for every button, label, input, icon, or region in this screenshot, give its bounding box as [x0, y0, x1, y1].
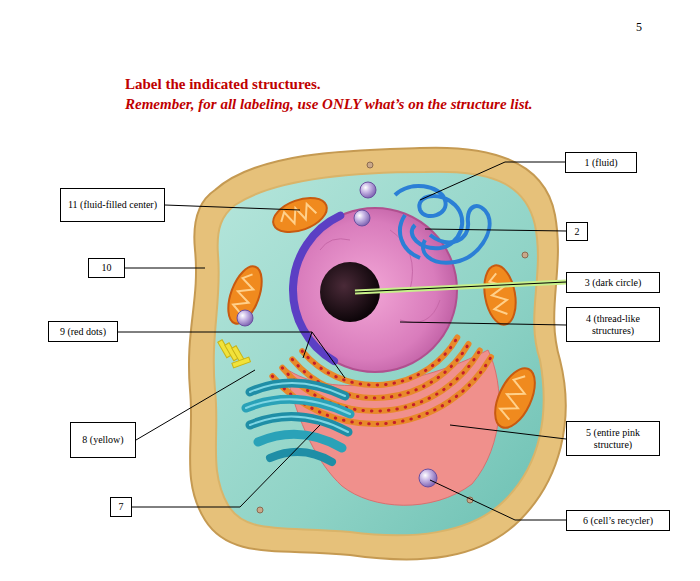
callout-label: 4 (thread-like structures)	[571, 313, 655, 337]
centrioles	[218, 340, 251, 368]
callout-label: 7	[119, 501, 124, 513]
label-box: 4 (thread-like structures)	[566, 307, 660, 342]
mitochondrion	[487, 362, 543, 434]
mitochondrion	[269, 191, 332, 238]
label-box: 10	[88, 258, 125, 278]
leader-lines	[118, 162, 566, 520]
golgi-apparatus	[246, 383, 350, 462]
label-box: 1 (fluid)	[565, 152, 637, 173]
callout-label: 3 (dark circle)	[585, 277, 642, 289]
callout-label: 6 (cell’s recycler)	[583, 515, 653, 527]
label-box: 3 (dark circle)	[566, 272, 660, 293]
label-box: 8 (yellow)	[70, 422, 136, 458]
callout-label: 1 (fluid)	[584, 157, 617, 169]
smooth-er	[395, 186, 490, 263]
cell-membrane	[189, 148, 566, 560]
instruction: Remember, for all labeling, use ONLY wha…	[125, 96, 532, 113]
label-box: 11 (fluid-filled center)	[60, 188, 165, 222]
label-box: 9 (red dots)	[48, 321, 118, 342]
callout-label: 8 (yellow)	[82, 434, 123, 446]
label-box: 6 (cell’s recycler)	[566, 510, 670, 531]
mitochondrion	[222, 262, 269, 328]
cytoplasm	[214, 172, 544, 536]
label-box: 7	[110, 497, 132, 517]
lysosome	[237, 182, 437, 487]
callout-label: 2	[575, 226, 580, 238]
callout-label: 11 (fluid-filled center)	[68, 199, 157, 211]
page-number: 5	[636, 20, 642, 35]
label-box: 2	[566, 222, 588, 241]
vesicle	[257, 162, 528, 513]
mitochondrion	[480, 263, 520, 327]
callout-label: 9 (red dots)	[60, 326, 106, 338]
callout-label: 5 (entire pink structure)	[571, 427, 655, 451]
title: Label the indicated structures.	[125, 76, 321, 93]
label-box: 5 (entire pink structure)	[566, 421, 660, 456]
callout-label: 10	[102, 262, 112, 274]
